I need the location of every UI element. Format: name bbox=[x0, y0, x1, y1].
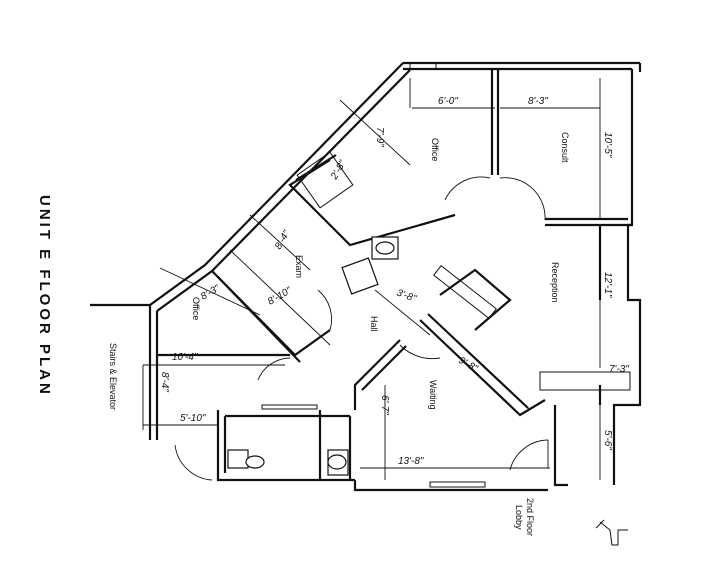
room-label-office-left: Office bbox=[191, 297, 201, 320]
interior-walls bbox=[157, 69, 632, 480]
room-label-stairs: Stairs & Elevator bbox=[108, 343, 118, 410]
room-label-reception: Reception bbox=[550, 262, 560, 303]
dimension-lines bbox=[142, 78, 630, 480]
dim-7-9: 7'-9" bbox=[374, 127, 385, 147]
room-label-exam: Exam bbox=[294, 255, 304, 278]
dim-8-3-office: 8'-3" bbox=[199, 283, 222, 303]
room-label-lobby-line1: 2nd Floor bbox=[525, 498, 535, 536]
room-label-office-top: Office bbox=[430, 138, 440, 161]
plan-title: UNIT E FLOOR PLAN bbox=[36, 195, 53, 397]
room-label-consult: Consult bbox=[560, 132, 570, 163]
fixtures bbox=[227, 62, 497, 488]
dim-5-6: 5'-6" bbox=[602, 430, 613, 450]
room-label-lobby-line2: Lobby bbox=[514, 505, 524, 530]
dim-8-3-top: 8'-3" bbox=[528, 96, 548, 107]
dim-8-4-exam: 8'-4" bbox=[273, 228, 293, 251]
dim-6-0: 6'-0" bbox=[438, 96, 458, 107]
room-label-hall: Hall bbox=[369, 316, 379, 332]
door-swings bbox=[174, 176, 549, 481]
north-arrow-icon bbox=[595, 519, 628, 546]
dim-8-4-stairs: 8'-4" bbox=[159, 372, 170, 392]
dim-6-7: 6'-7" bbox=[379, 395, 390, 415]
dim-10-4: 10'-4" bbox=[172, 352, 198, 363]
dim-3-8: 3'-8" bbox=[395, 287, 418, 304]
dim-2-8: 2'-8" bbox=[329, 158, 349, 182]
dim-12-1: 12'-1" bbox=[602, 272, 613, 298]
dim-5-10: 5'-10" bbox=[180, 413, 206, 424]
room-label-waiting: Waiting bbox=[428, 380, 438, 410]
dim-10-5: 10'-5" bbox=[602, 132, 613, 158]
dim-7-3: 7'-3" bbox=[609, 364, 629, 375]
dim-13-8: 13'-8" bbox=[398, 456, 424, 467]
